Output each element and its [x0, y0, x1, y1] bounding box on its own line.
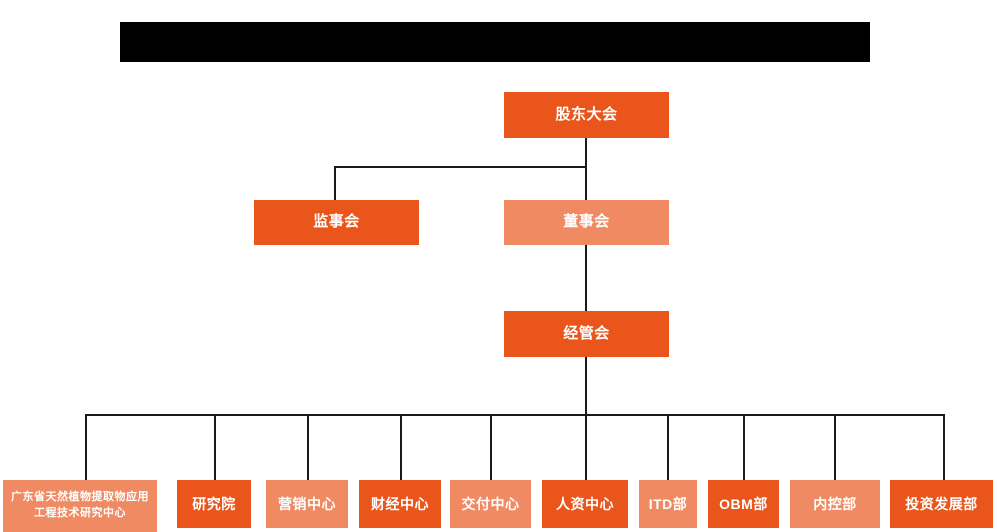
connector-dept-drop-3 [307, 414, 309, 480]
connector-dept-drop-6 [585, 414, 587, 480]
connector-dept-drop-9 [834, 414, 836, 480]
connector-department-bus [85, 414, 945, 416]
node-dept-guangdong-research-center[interactable]: 广东省天然植物提取物应用工程技术研究中心 [3, 480, 157, 532]
node-dept-internal-control[interactable]: 内控部 [790, 480, 880, 528]
node-dept-itd[interactable]: ITD部 [639, 480, 697, 528]
node-management-committee[interactable]: 经管会 [504, 311, 669, 357]
redacted-title-bar [120, 22, 870, 62]
connector-board-to-management [585, 245, 587, 311]
connector-dept-drop-2 [214, 414, 216, 480]
connector-management-down [585, 357, 587, 415]
connector-dept-drop-1 [85, 414, 87, 480]
connector-shareholders-down [585, 138, 587, 167]
connector-dept-drop-10 [943, 414, 945, 480]
node-dept-obm[interactable]: OBM部 [708, 480, 779, 528]
node-dept-hr-center[interactable]: 人资中心 [542, 480, 628, 528]
connector-dept-drop-5 [490, 414, 492, 480]
node-shareholders-meeting[interactable]: 股东大会 [504, 92, 669, 138]
node-board-of-directors[interactable]: 董事会 [504, 200, 669, 245]
connector-dept-drop-8 [743, 414, 745, 480]
node-dept-delivery-center[interactable]: 交付中心 [450, 480, 531, 528]
node-dept-marketing-center[interactable]: 营销中心 [266, 480, 348, 528]
node-supervisory-board[interactable]: 监事会 [254, 200, 419, 245]
node-dept-research-institute[interactable]: 研究院 [177, 480, 251, 528]
connector-supervisory-down [334, 166, 336, 200]
connector-board-down [585, 166, 587, 200]
connector-dept-drop-7 [667, 414, 669, 480]
connector-dept-drop-4 [400, 414, 402, 480]
node-dept-finance-center[interactable]: 财经中心 [359, 480, 441, 528]
node-dept-investment-development[interactable]: 投资发展部 [890, 480, 993, 528]
connector-row2-bus [334, 166, 587, 168]
